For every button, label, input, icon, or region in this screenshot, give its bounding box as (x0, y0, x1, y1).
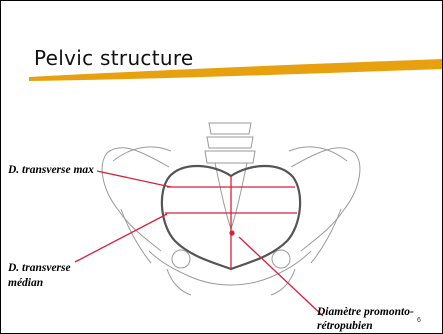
left-ischium (167, 269, 191, 295)
label-promonto-line1: Diamètre promonto- (317, 305, 414, 319)
left-iliac-crest (113, 147, 171, 161)
label-promonto-line2: rétropubien (317, 319, 373, 333)
right-ischium (271, 269, 295, 295)
pointer-transverse-max (97, 171, 171, 187)
label-transverse-median-line2: médian (8, 276, 43, 290)
label-transverse-median-line1: D. transverse (8, 261, 71, 275)
vertebra-2 (207, 137, 253, 148)
pointer-promonto (239, 237, 323, 316)
right-iliac-wing (291, 148, 360, 251)
left-iliac-wing (102, 148, 169, 251)
promontory-dot (229, 230, 234, 235)
right-obturator (272, 250, 290, 268)
left-obturator (172, 250, 190, 268)
right-iliac-crest (289, 147, 347, 161)
vertebra-3 (205, 151, 255, 163)
right-hip-contour (311, 209, 341, 263)
label-transverse-max: D. transverse max (8, 163, 94, 177)
page-number: 6 (417, 317, 421, 324)
vertebra-top (209, 123, 251, 134)
